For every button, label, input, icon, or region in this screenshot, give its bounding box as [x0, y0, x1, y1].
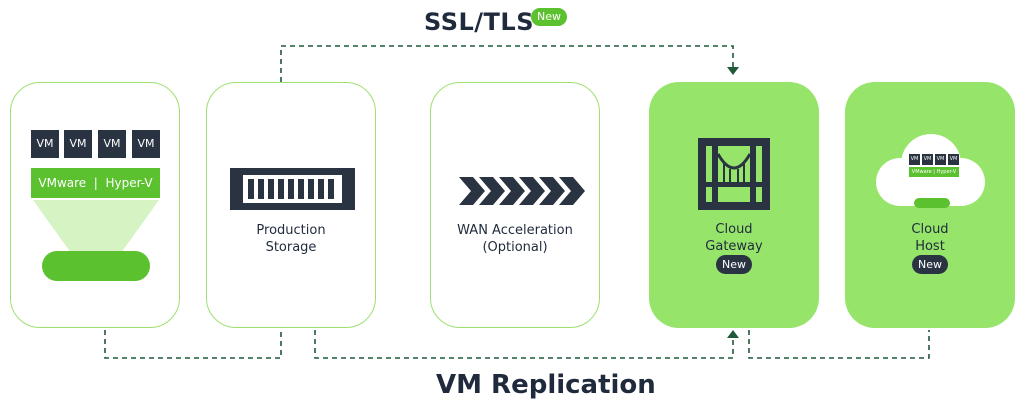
- chevrons-icon: [459, 177, 585, 205]
- cloud-gateway-line1: Cloud: [715, 222, 753, 237]
- cloud-host-bar: VMware | Hyper-V: [909, 167, 959, 177]
- ssl-new-badge: New: [531, 8, 567, 26]
- cloud-gateway-new-badge: New: [716, 255, 752, 274]
- production-storage-line2: Storage: [265, 240, 317, 255]
- vm-icon: VM: [132, 130, 160, 158]
- vm-icon: VM: [98, 130, 126, 158]
- cloud-host-line1: Cloud: [911, 222, 949, 237]
- vm-icon: VM: [922, 154, 933, 165]
- replication-path-right: [314, 330, 734, 359]
- cloud-host-card: VM VM VM VM VMware | Hyper-V Cloud Host …: [845, 82, 1015, 328]
- wan-acceleration-card: WAN Acceleration (Optional): [430, 82, 600, 328]
- hypervisor-bar: VMware | Hyper-V: [31, 168, 160, 198]
- cloud-gateway-line2: Gateway: [705, 239, 763, 254]
- replication-arrow-icon: [727, 330, 739, 338]
- cloud-host-line2: Host: [915, 239, 945, 254]
- replication-path-left: [104, 330, 282, 359]
- cloud-gateway-card: Cloud Gateway New: [649, 82, 819, 328]
- ssl-tls-title: SSL/TLS: [424, 8, 534, 36]
- replication-path-host: [748, 330, 930, 359]
- ssl-arrow-icon: [727, 67, 739, 75]
- vm-icon: VM: [909, 154, 920, 165]
- cloud-icon: [876, 134, 985, 208]
- vm-icon: VM: [64, 130, 92, 158]
- vm-projection-icon: [33, 200, 159, 281]
- ssl-path: [280, 45, 734, 82]
- wan-line2: (Optional): [482, 240, 548, 255]
- vm-icon: VM: [935, 154, 946, 165]
- production-storage-card: Production Storage: [206, 82, 376, 328]
- production-storage-line1: Production: [256, 223, 326, 238]
- vm-icon: VM: [948, 154, 959, 165]
- hypervisor-card: [10, 82, 180, 328]
- storage-array-icon: [230, 168, 355, 210]
- bridge-icon: [698, 138, 770, 210]
- wan-line1: WAN Acceleration: [457, 223, 573, 238]
- cloud-host-new-badge: New: [912, 255, 948, 274]
- vm-icon: VM: [31, 130, 59, 158]
- vm-replication-title: VM Replication: [436, 370, 656, 400]
